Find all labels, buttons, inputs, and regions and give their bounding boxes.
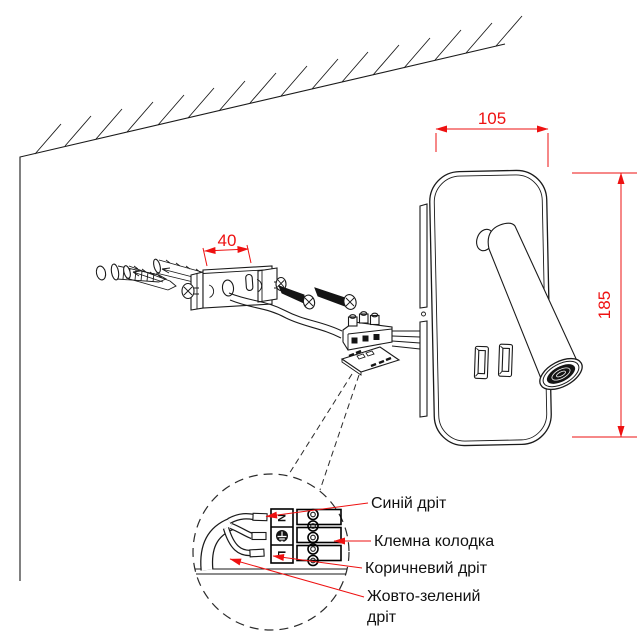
terminal-marking-n: N (275, 514, 287, 522)
lamp-feed-wires (391, 330, 421, 350)
wire-ferrule-l (249, 548, 265, 558)
lens (546, 364, 576, 384)
bracket-slot (245, 273, 254, 292)
lamp-backplate (419, 203, 428, 418)
brown-wire-label: Коричневий дріт (365, 560, 488, 577)
terminal-screw-towers (347, 311, 380, 327)
reading-light-head (539, 357, 583, 391)
lamp-switches (473, 343, 514, 380)
callout-leaders (229, 502, 371, 598)
lamp-width-value: 105 (478, 109, 506, 128)
blue-wire-label: Синій дріт (371, 495, 447, 512)
connector-plate (340, 346, 401, 376)
bracket-width-value: 40 (218, 231, 237, 250)
wire-brown (222, 527, 251, 557)
bracket-center-hole (221, 279, 235, 297)
brown-wire-leader (272, 554, 363, 569)
wall-anchor-1 (123, 265, 177, 291)
wire-blue (227, 512, 255, 524)
yellow-green-wire-leader (229, 558, 365, 598)
power-cable (228, 292, 343, 339)
wire-ferrule-earth (251, 531, 267, 541)
earth-symbol-icon (276, 530, 288, 542)
lamp-height-value: 185 (595, 291, 614, 319)
lamp-width-dimension: 105 (435, 109, 549, 167)
fixing-screw-2 (314, 287, 357, 310)
detail-view-leaders (288, 373, 360, 491)
detail-cable (200, 517, 234, 571)
terminal-block-3d (342, 311, 393, 351)
wall-hatching (34, 15, 523, 155)
wire-ferrule-n (252, 512, 268, 522)
wall-hole (95, 265, 107, 281)
lamp-base-edge (195, 568, 347, 575)
blue-wire-leader (265, 502, 369, 519)
wire-yellow-green (229, 522, 254, 540)
terminal-block-label: Клемна колодка (374, 533, 494, 550)
callout-labels: Синій дріт Клемна колодка Коричневий дрі… (365, 495, 494, 626)
switch-1 (473, 345, 489, 380)
bracket-screw-left (181, 282, 199, 300)
bracket-width-dimension: 40 (202, 231, 252, 267)
fixing-screw-1 (278, 285, 316, 310)
lamp-height-dimension: 185 (572, 172, 637, 438)
yellow-green-wire-label-line2: дріт (367, 609, 397, 626)
yellow-green-wire-label-line1: Жовто-зелений (367, 588, 480, 605)
reading-light-arm (487, 222, 579, 387)
wall-surface (19, 15, 523, 581)
mounting-bracket (181, 265, 287, 311)
detail-circle: N L (192, 473, 350, 631)
switch-2 (497, 343, 514, 378)
reading-light (476, 222, 583, 391)
